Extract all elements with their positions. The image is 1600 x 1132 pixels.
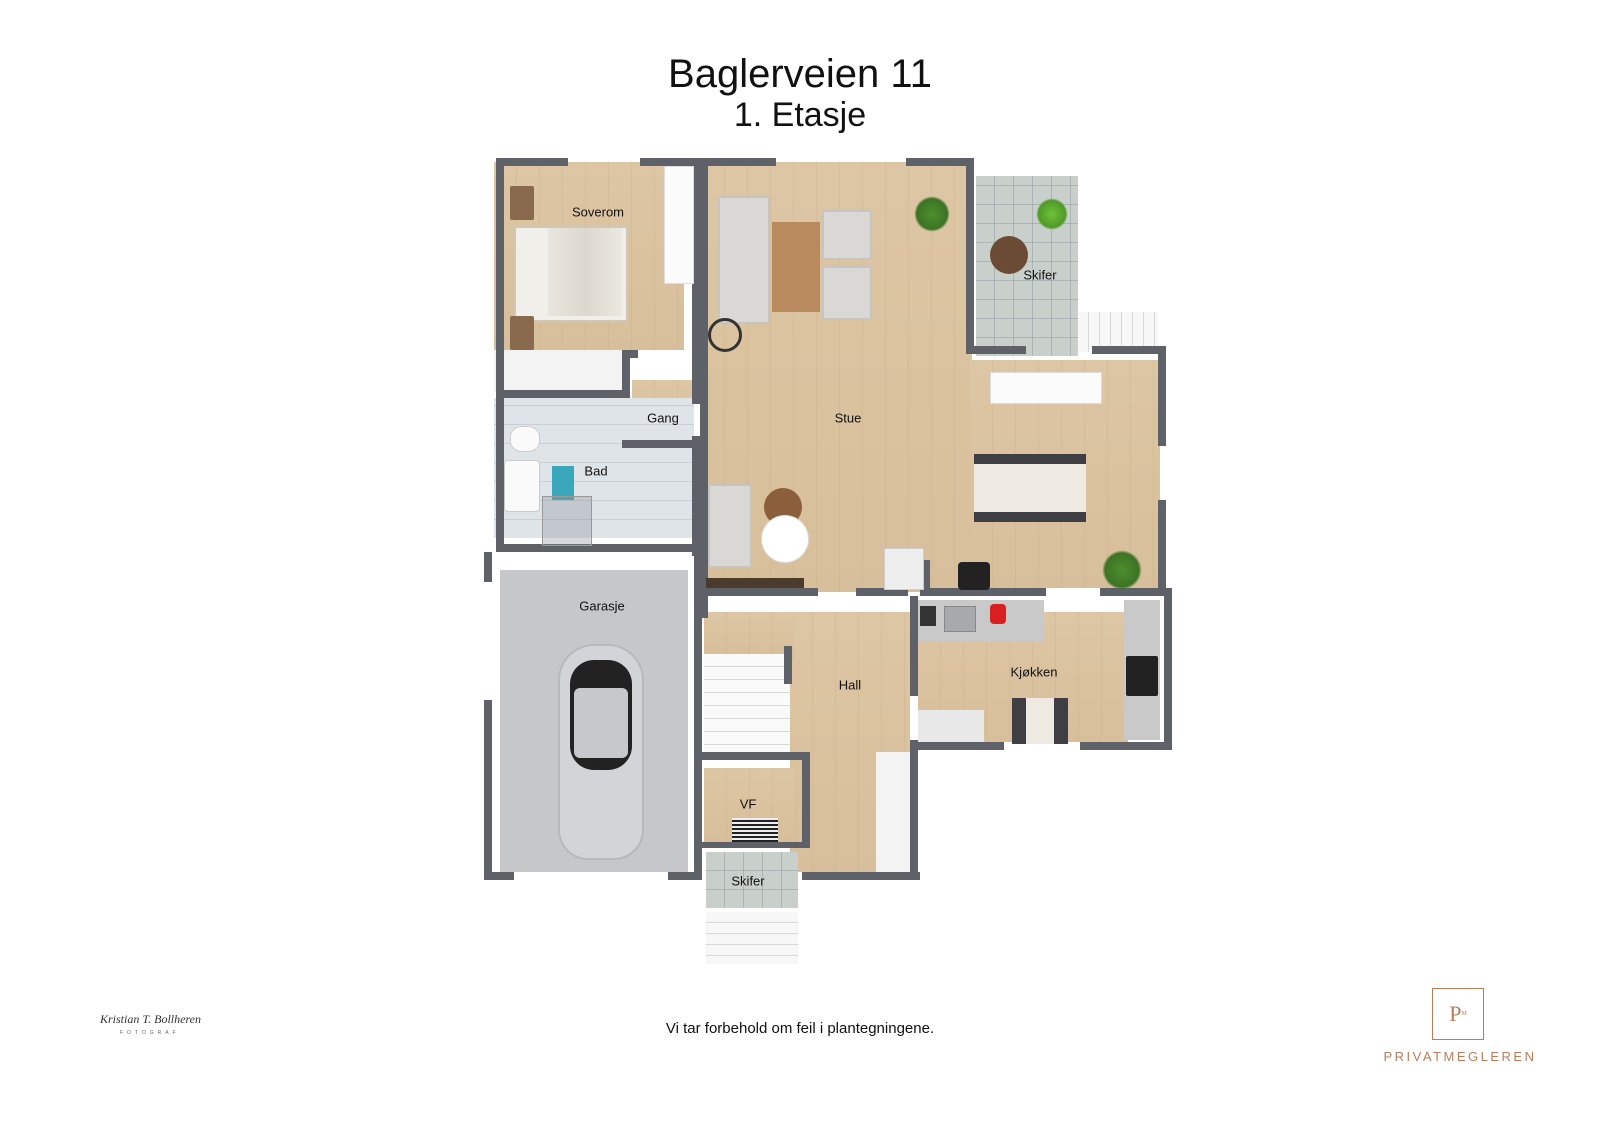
company-name: PRIVATMEGLEREN bbox=[1383, 1049, 1537, 1064]
armchair bbox=[822, 210, 872, 260]
kitchen-table bbox=[1012, 698, 1068, 744]
shower-glass bbox=[542, 496, 592, 546]
wall bbox=[802, 872, 920, 880]
wall bbox=[708, 158, 776, 166]
round-table bbox=[762, 516, 808, 562]
label-kjokken: Kjøkken bbox=[1010, 664, 1058, 680]
logo-letter: P bbox=[1449, 1001, 1462, 1026]
wall bbox=[856, 588, 908, 596]
plant bbox=[1102, 550, 1142, 590]
sideboard bbox=[706, 578, 804, 588]
floor-subtitle: 1. Etasje bbox=[733, 96, 867, 134]
disclaimer: Vi tar forbehold om feil i plantegningen… bbox=[665, 1020, 935, 1037]
mixer bbox=[990, 604, 1006, 624]
wall bbox=[694, 552, 702, 880]
wall bbox=[1092, 346, 1164, 354]
wall bbox=[784, 646, 792, 684]
wall bbox=[622, 350, 638, 358]
wall bbox=[1164, 588, 1172, 750]
plant bbox=[1036, 198, 1068, 230]
staircase bbox=[704, 654, 790, 754]
wall bbox=[484, 552, 492, 582]
sofa bbox=[708, 484, 752, 568]
sideboard bbox=[990, 372, 1102, 404]
label-vf: VF bbox=[739, 796, 757, 812]
wall bbox=[802, 752, 810, 848]
nightstand bbox=[510, 186, 534, 220]
photographer-signature: Kristian T. Bollheren bbox=[100, 1012, 202, 1026]
label-bad: Bad bbox=[584, 463, 608, 479]
wardrobe bbox=[664, 166, 694, 284]
closet-soverom bbox=[494, 350, 622, 392]
wall bbox=[700, 588, 818, 596]
logo-superscript: M bbox=[1461, 1011, 1467, 1017]
wall bbox=[700, 158, 708, 618]
wall bbox=[622, 350, 630, 398]
label-soverom: Soverom bbox=[571, 204, 625, 220]
nightstand bbox=[510, 316, 534, 350]
sofa bbox=[718, 196, 770, 324]
room-skifer-entrance bbox=[706, 852, 798, 908]
wall bbox=[668, 872, 698, 880]
wall bbox=[622, 440, 700, 448]
entrance-steps bbox=[706, 912, 798, 964]
wall bbox=[910, 596, 918, 696]
label-gang: Gang bbox=[647, 410, 679, 426]
armchair bbox=[822, 266, 872, 320]
wall bbox=[496, 398, 504, 548]
plant bbox=[914, 196, 950, 232]
dining-table bbox=[974, 454, 1086, 522]
sink bbox=[504, 460, 540, 512]
wall bbox=[906, 158, 974, 166]
doormat bbox=[732, 818, 778, 842]
wall bbox=[920, 588, 944, 596]
wall bbox=[496, 390, 626, 398]
photographer-subtitle: FOTOGRAF bbox=[120, 1030, 180, 1036]
car-roof-panel bbox=[574, 688, 628, 758]
armchair-black bbox=[958, 562, 990, 590]
wall bbox=[1158, 346, 1166, 446]
wall bbox=[496, 158, 504, 398]
wall bbox=[496, 158, 568, 166]
floor-lamp bbox=[708, 318, 742, 352]
plan-title: Baglerveien 11 bbox=[668, 52, 932, 96]
kitchen-bench bbox=[918, 710, 984, 742]
wall bbox=[944, 588, 1046, 596]
fireplace bbox=[884, 548, 924, 590]
wall bbox=[966, 346, 1026, 354]
wall bbox=[692, 436, 700, 556]
wall bbox=[484, 700, 492, 880]
wall bbox=[484, 872, 514, 880]
toilet bbox=[510, 426, 540, 452]
wall bbox=[700, 842, 804, 848]
coffee-table bbox=[772, 222, 820, 312]
wall bbox=[700, 752, 810, 760]
wall bbox=[912, 742, 1004, 750]
wall bbox=[1158, 500, 1166, 596]
cooktop bbox=[1126, 656, 1158, 696]
label-skifer-terrace: Skifer bbox=[1023, 267, 1057, 283]
room-hall-upper bbox=[704, 612, 794, 660]
wall bbox=[1100, 588, 1170, 596]
label-garasje: Garasje bbox=[579, 598, 625, 614]
label-hall: Hall bbox=[838, 677, 862, 693]
kitchen-sink bbox=[944, 606, 976, 632]
wall bbox=[966, 158, 974, 354]
label-stue: Stue bbox=[834, 410, 862, 426]
terrace-table bbox=[990, 236, 1028, 274]
wall bbox=[692, 158, 700, 404]
wall bbox=[922, 560, 930, 596]
bed-blanket bbox=[548, 228, 622, 316]
kitchen-counter bbox=[918, 600, 1044, 642]
wall bbox=[1080, 742, 1172, 750]
wall bbox=[910, 740, 918, 880]
hall-closet bbox=[876, 752, 912, 872]
wall bbox=[640, 158, 702, 166]
coffee-machine bbox=[920, 606, 936, 626]
wall bbox=[496, 544, 700, 552]
terrace-steps bbox=[1078, 312, 1158, 352]
shower-mat bbox=[552, 466, 574, 500]
label-skifer-entrance: Skifer bbox=[731, 873, 765, 889]
